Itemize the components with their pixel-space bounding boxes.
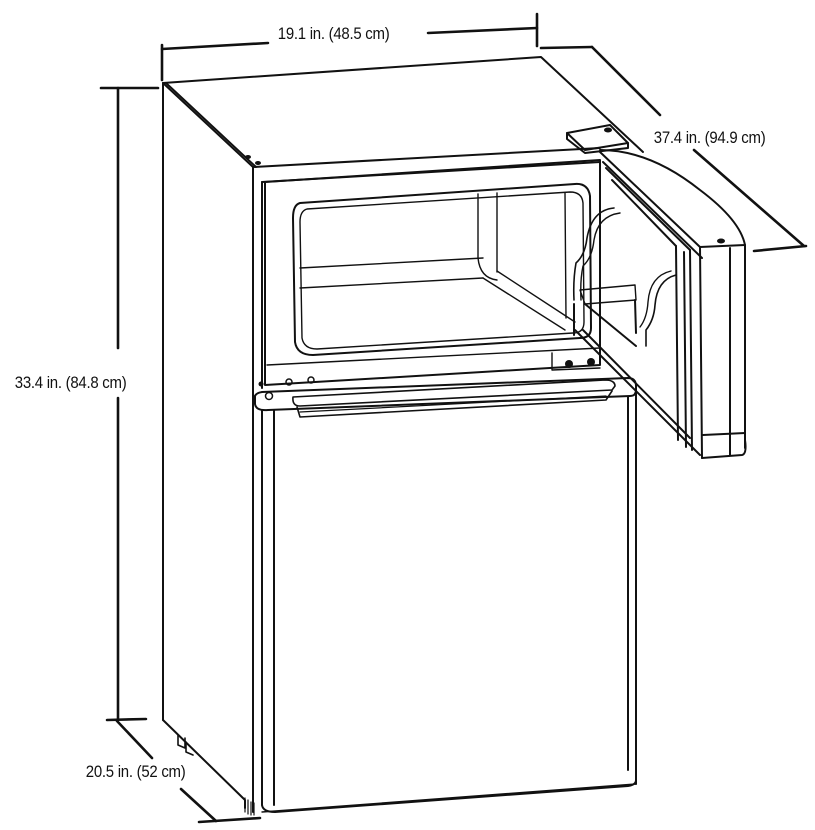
freezer-door [566, 124, 747, 459]
width-dimension-label: 19.1 in. (48.5 cm) [276, 24, 392, 44]
freezer-compartment [264, 159, 601, 386]
fridge-door [254, 377, 637, 813]
depth-door-open-dimension-label: 37.4 in. (94.9 cm) [652, 128, 768, 148]
depth-dimension-label: 20.5 in. (52 cm) [84, 762, 188, 782]
dimension-lines [99, 12, 808, 824]
feet [177, 734, 255, 816]
height-dimension-label: 33.4 in. (84.8 cm) [13, 373, 129, 393]
screws [245, 127, 725, 387]
cabinet [162, 56, 644, 813]
